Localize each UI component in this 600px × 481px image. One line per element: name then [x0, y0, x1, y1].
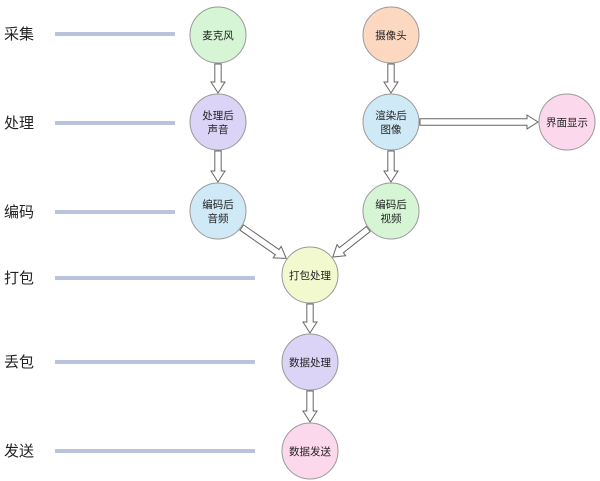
node-label-audio-processed-1: 声音: [208, 123, 229, 136]
arrow-video-encoded-to-packing: [332, 225, 371, 258]
node-label-audio-encoded-1: 音频: [208, 212, 229, 225]
arrow-image-rendered-to-video-encoded: [383, 150, 399, 183]
node-ui-display: 界面显示: [538, 93, 596, 151]
node-label-mic-0: 麦克风: [202, 30, 234, 42]
node-circle-audio-processed: [189, 93, 247, 151]
arrow-audio-encoded-to-packing: [239, 224, 287, 259]
node-circle-mic: [189, 6, 247, 64]
node-label-image-rendered-1: 图像: [381, 124, 402, 136]
arrow-audio-processed-to-audio-encoded: [210, 150, 226, 183]
node-circle-audio-encoded: [189, 182, 247, 240]
stage-label-send: 发送: [4, 442, 34, 460]
arrow-image-rendered-to-ui-display: [419, 114, 539, 130]
node-packing: 打包处理: [281, 246, 339, 304]
node-label-ui-display-0: 界面显示: [546, 117, 588, 129]
node-label-data-process-0: 数据处理: [289, 356, 331, 369]
node-label-video-encoded-1: 视频: [381, 212, 402, 225]
node-label-video-encoded-0: 编码后: [375, 198, 407, 211]
node-circle-ui-display: [538, 93, 596, 151]
node-circle-video-encoded: [362, 182, 420, 240]
node-label-camera-0: 摄像头: [375, 29, 407, 42]
node-mic: 麦克风: [189, 6, 247, 64]
stage-label-process: 处理: [4, 114, 34, 132]
node-circle-data-process: [281, 333, 339, 391]
nodes: 麦克风摄像头处理后声音渲染后图像界面显示编码后音频编码后视频打包处理数据处理数据…: [189, 6, 596, 480]
node-label-audio-processed-0: 处理后: [202, 110, 234, 122]
arrow-camera-to-image-rendered: [383, 63, 399, 94]
node-circle-data-send: [281, 422, 339, 480]
stage-label-pack: 打包: [4, 269, 34, 287]
node-data-send: 数据发送: [281, 422, 339, 480]
node-circle-camera: [362, 6, 420, 64]
node-circle-packing: [281, 246, 339, 304]
node-data-process: 数据处理: [281, 333, 339, 391]
stage-label-drop: 丢包: [4, 353, 34, 371]
node-camera: 摄像头: [362, 6, 420, 64]
node-label-data-send-0: 数据发送: [289, 445, 331, 458]
stage-label-encode: 编码: [4, 203, 34, 221]
arrow-mic-to-audio-processed: [210, 63, 226, 94]
node-circle-image-rendered: [362, 93, 420, 151]
arrow-packing-to-data-process: [302, 303, 318, 334]
node-label-image-rendered-0: 渲染后: [375, 109, 407, 122]
arrow-data-process-to-data-send: [302, 390, 318, 423]
edges: [210, 63, 539, 423]
node-label-packing-0: 打包处理: [289, 269, 331, 282]
node-label-audio-encoded-0: 编码后: [202, 198, 234, 211]
stage-label-collect: 采集: [4, 25, 34, 43]
